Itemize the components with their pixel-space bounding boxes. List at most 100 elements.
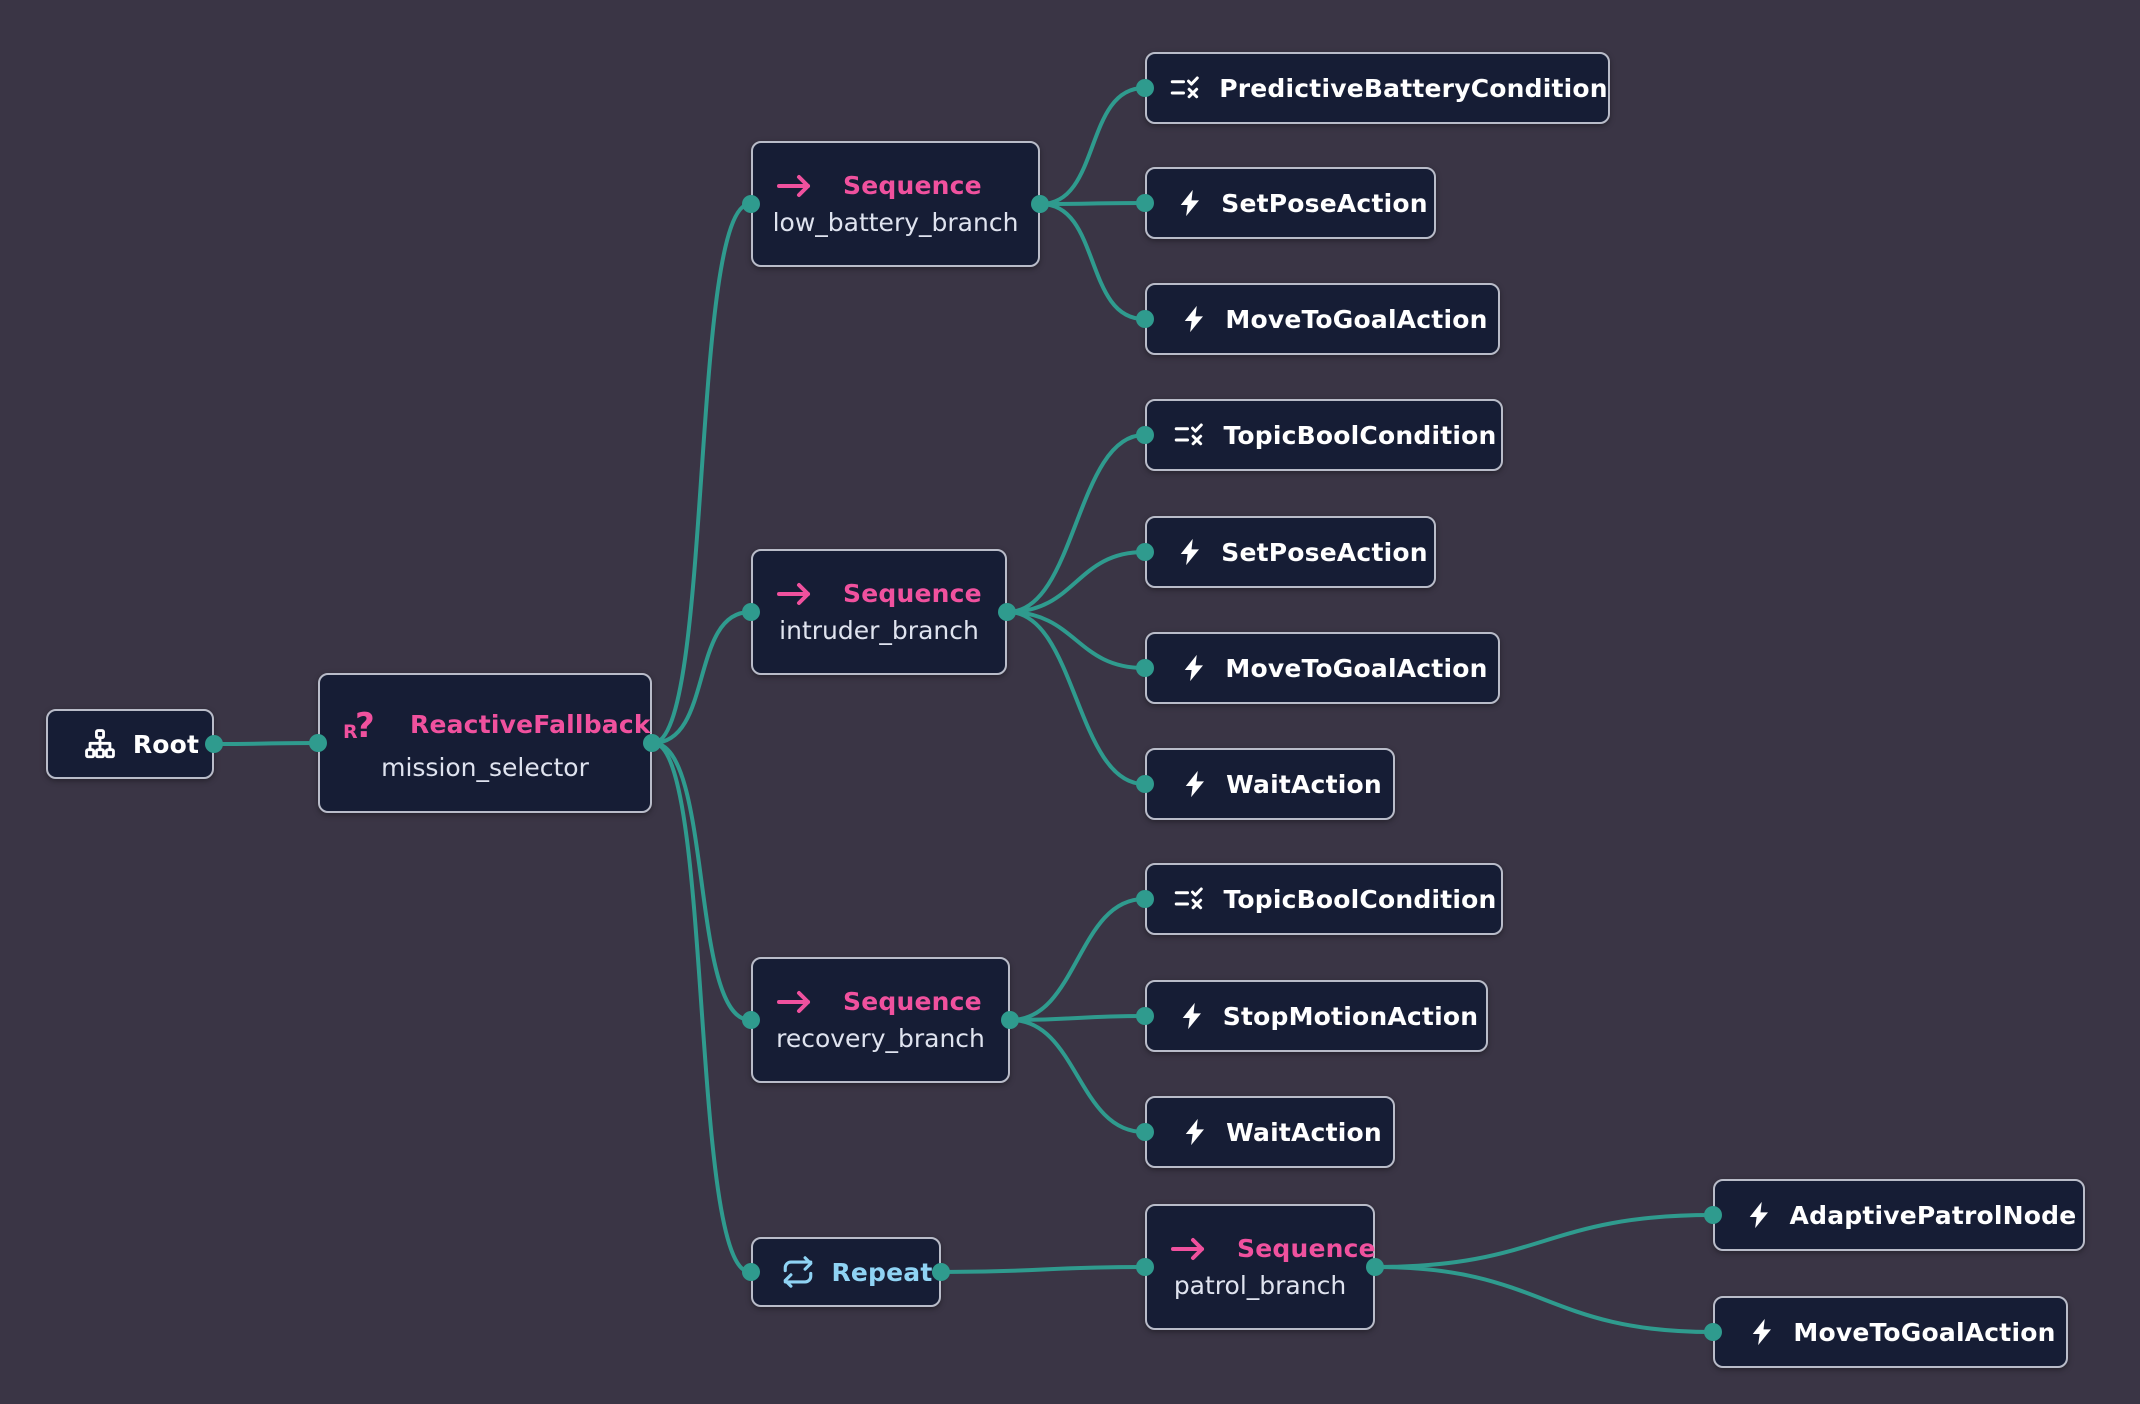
input-port[interactable] [1704,1206,1722,1224]
arrow-right-icon [775,580,815,608]
input-port[interactable] [742,195,760,213]
arrow-right-icon [775,172,815,200]
bt-node-stopmotion[interactable]: StopMotionAction [1136,980,1488,1052]
arrow-right-icon [775,988,815,1016]
bt-node-title: MoveToGoalAction [1793,1317,2056,1347]
bt-node-title: WaitAction [1226,1117,1382,1147]
svg-text:R: R [343,721,358,743]
bt-node-title: TopicBoolCondition [1223,884,1497,914]
bt-node-title: PredictiveBatteryCondition [1219,73,1608,103]
bt-node-title: SetPoseAction [1221,537,1428,567]
bolt-icon [1180,767,1210,801]
bt-node-mission[interactable]: R ? ReactiveFallback mission_selector [309,673,661,813]
bt-node-setpose2[interactable]: SetPoseAction [1136,516,1436,588]
bt-node-title: Sequence [843,171,982,200]
bt-node-root[interactable]: Root [46,709,223,779]
bt-node-title: Sequence [843,987,982,1016]
bt-node-wait2[interactable]: WaitAction [1136,1096,1395,1168]
bt-node-topicbool1[interactable]: TopicBoolCondition [1136,399,1503,471]
condition-icon [1173,884,1207,914]
repeat-icon [781,1255,815,1289]
input-port[interactable] [1136,426,1154,444]
output-port[interactable] [998,603,1016,621]
edge-low_battery-to-pred_batt [1039,86,1146,206]
bolt-icon [1179,651,1209,685]
edge-low_battery-to-movetogoal1 [1039,202,1146,321]
bt-node-title: MoveToGoalAction [1225,653,1488,683]
edge-intruder-to-setpose2 [1006,550,1146,614]
input-port[interactable] [1136,543,1154,561]
bt-node-title: Root [132,729,200,759]
input-port[interactable] [1704,1323,1722,1341]
bt-node-subtitle: mission_selector [381,752,589,782]
edge-patrol-to-movetogoal3 [1374,1265,1714,1334]
bt-node-header: Sequence [1147,1234,1376,1263]
edge-mission-to-intruder [651,610,752,745]
edge-mission-to-low_battery [651,202,752,745]
edge-mission-to-repeat [651,741,752,1274]
input-port[interactable] [1136,79,1154,97]
bt-node-subtitle: low_battery_branch [772,208,1019,237]
bt-node-title: SetPoseAction [1221,188,1428,218]
bt-node-recovery[interactable]: Sequence recovery_branch [742,957,1019,1083]
bt-node-title: WaitAction [1226,769,1382,799]
bolt-icon [1747,1315,1777,1349]
edge-root-to-mission [213,741,319,746]
bt-node-adaptive[interactable]: AdaptivePatrolNode [1704,1179,2085,1251]
edge-intruder-to-topicbool1 [1006,433,1146,614]
edge-recovery-to-stopmotion [1009,1014,1146,1022]
condition-icon [1169,73,1203,103]
condition-icon [1173,420,1207,450]
bt-node-subtitle: recovery_branch [776,1024,985,1053]
input-port[interactable] [1136,775,1154,793]
bolt-icon [1177,999,1207,1033]
bt-node-header: R ? ReactiveFallback [320,705,651,745]
bt-node-pred_batt[interactable]: PredictiveBatteryCondition [1136,52,1610,124]
output-port[interactable] [643,734,661,752]
input-port[interactable] [1136,1007,1154,1025]
bt-node-movetogoal1[interactable]: MoveToGoalAction [1136,283,1500,355]
bt-node-title: Sequence [1237,1234,1376,1263]
bt-node-setpose1[interactable]: SetPoseAction [1136,167,1436,239]
bolt-icon [1179,302,1209,336]
bt-node-repeat[interactable]: Repeat [742,1237,950,1307]
bt-node-movetogoal3[interactable]: MoveToGoalAction [1704,1296,2068,1368]
bt-node-topicbool2[interactable]: TopicBoolCondition [1136,863,1503,935]
bolt-icon [1744,1198,1774,1232]
bt-node-wait1[interactable]: WaitAction [1136,748,1395,820]
input-port[interactable] [1136,310,1154,328]
input-port[interactable] [742,1011,760,1029]
hierarchy-icon [83,727,117,761]
input-port[interactable] [742,1263,760,1281]
arrow-right-icon [1169,1235,1209,1263]
edge-intruder-to-wait1 [1006,610,1146,786]
bt-node-title: Sequence [843,579,982,608]
bt-node-title: MoveToGoalAction [1225,304,1488,334]
edge-repeat-to-patrol [940,1265,1146,1274]
bolt-icon [1175,186,1205,220]
bt-node-title: TopicBoolCondition [1223,420,1497,450]
output-port[interactable] [932,1263,950,1281]
input-port[interactable] [1136,1258,1154,1276]
input-port[interactable] [742,603,760,621]
bt-node-header: Sequence [753,579,1005,608]
bt-node-title: AdaptivePatrolNode [1789,1200,2077,1230]
output-port[interactable] [1001,1011,1019,1029]
edge-recovery-to-wait2 [1009,1018,1146,1134]
bt-node-low_battery[interactable]: Sequence low_battery_branch [742,141,1049,267]
output-port[interactable] [1031,195,1049,213]
input-port[interactable] [1136,659,1154,677]
input-port[interactable] [1136,890,1154,908]
edge-low_battery-to-setpose1 [1039,201,1146,206]
output-port[interactable] [1366,1258,1384,1276]
input-port[interactable] [1136,194,1154,212]
edge-mission-to-recovery [651,741,752,1022]
output-port[interactable] [205,735,223,753]
input-port[interactable] [1136,1123,1154,1141]
svg-text:?: ? [355,706,375,745]
input-port[interactable] [309,734,327,752]
bt-node-movetogoal2[interactable]: MoveToGoalAction [1136,632,1500,704]
